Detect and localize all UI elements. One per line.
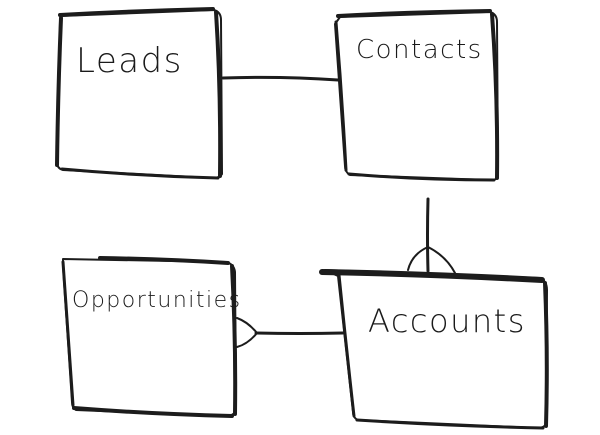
crow-foot-accounts-icon [407, 246, 429, 271]
relationship-leads-contacts[interactable] [221, 75, 340, 82]
entity-leads[interactable]: Leads [55, 7, 223, 180]
connector-line-leads-contacts [221, 75, 340, 82]
entity-leads-right-edge [214, 10, 223, 178]
entity-contacts-label: Contacts [356, 35, 483, 65]
entity-opportunities-top-edge [98, 256, 230, 265]
entity-accounts-label: Accounts [368, 302, 526, 340]
connector-line-contacts-accounts [426, 197, 430, 273]
crow-foot-opportunities-icon-lower [236, 332, 258, 348]
entity-leads-box [55, 9, 223, 179]
entity-contacts-bottom-edge [347, 172, 496, 182]
entity-leads-left-edge [55, 16, 63, 167]
entity-contacts[interactable]: Contacts [334, 9, 500, 182]
entity-accounts-top-edge [319, 269, 545, 283]
entity-contacts-right-edge [490, 12, 500, 180]
entity-contacts-left-edge [334, 20, 348, 172]
entity-leads-top-edge [58, 7, 215, 17]
entity-opportunities-left-edge [61, 260, 75, 407]
entity-opportunities-right-edge [230, 264, 238, 416]
entity-accounts-box [324, 269, 548, 429]
entity-accounts-bottom-edge [355, 418, 545, 430]
entity-accounts-left-edge [337, 273, 356, 418]
connector-line-accounts-opportunities [254, 331, 345, 335]
entity-accounts-right-edge [543, 281, 549, 428]
relationship-accounts-opportunities[interactable] [236, 317, 345, 348]
crow-foot-opportunities-icon [236, 317, 258, 334]
relationship-contacts-accounts[interactable] [407, 197, 456, 274]
entity-opportunities-box [62, 258, 237, 417]
entity-accounts[interactable]: Accounts [319, 269, 549, 430]
entity-opportunities[interactable]: Opportunities [61, 256, 242, 418]
entity-opportunities-bottom-edge [72, 406, 234, 418]
entity-leads-label: Leads [76, 41, 183, 81]
crow-foot-accounts-icon-right [427, 246, 456, 274]
entity-opportunities-label: Opportunities [72, 288, 242, 313]
entity-leads-bottom-edge [60, 167, 220, 180]
entity-contacts-top-edge [336, 9, 492, 18]
